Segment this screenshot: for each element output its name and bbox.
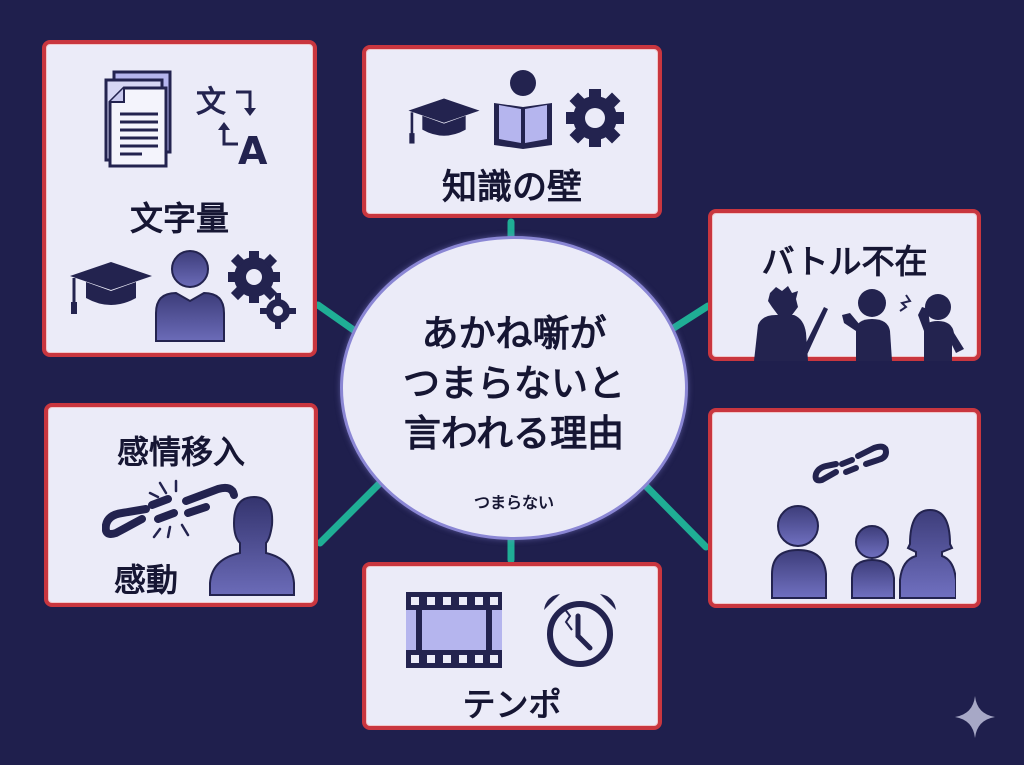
person-icon [155, 250, 225, 342]
gear-icon [566, 89, 624, 147]
broken-alarm-clock-icon [544, 594, 616, 667]
svg-text:A: A [238, 129, 268, 168]
central-title-line-2: つまらないと [403, 362, 625, 405]
person-silhouette-icon [209, 495, 295, 596]
family-icon [771, 505, 956, 599]
documents-icon [104, 70, 172, 168]
central-title-line-1: あかね噺が [421, 312, 607, 355]
central-title-line-3: 言われる理由 [403, 412, 625, 455]
gears-icon [228, 251, 296, 329]
svg-text:文: 文 [196, 85, 226, 120]
card-tempo: テンポ [362, 562, 662, 730]
translate-icon: 文 A [196, 85, 268, 168]
card-label: バトル不在 [761, 242, 928, 281]
connector-bottom-left [316, 474, 389, 547]
broken-chain-icon [812, 443, 890, 484]
sparkle-icon [955, 696, 995, 738]
card-label: 知識の壁 [441, 168, 582, 208]
card-family-disconnect [708, 408, 981, 608]
graduation-cap-icon [70, 262, 152, 314]
broken-chain-icon [102, 479, 238, 539]
reading-person-icon [494, 70, 552, 149]
card-sublabel: 感動 [114, 561, 179, 599]
card-label: テンポ [462, 685, 562, 724]
card-knowledge-wall: 知識の壁 [362, 45, 662, 218]
arguing-people-icon [842, 289, 964, 361]
card-label: 文字量 [130, 199, 229, 238]
central-topic: あかね噺が つまらないと 言われる理由 つまらない [340, 236, 688, 540]
central-subtitle: つまらない [473, 493, 554, 512]
film-strip-icon [406, 592, 502, 668]
graduation-cap-icon [408, 98, 480, 144]
card-no-battle: バトル不在 [708, 209, 981, 361]
swordsman-silhouette-icon [754, 286, 828, 361]
card-text-volume: 文 A 文字量 [42, 40, 317, 357]
card-empathy: 感情移入 感動 [44, 403, 318, 607]
connector-bottom-right [632, 472, 710, 551]
card-label: 感情移入 [116, 433, 245, 471]
central-title: あかね噺が つまらないと 言われる理由 [343, 309, 685, 459]
